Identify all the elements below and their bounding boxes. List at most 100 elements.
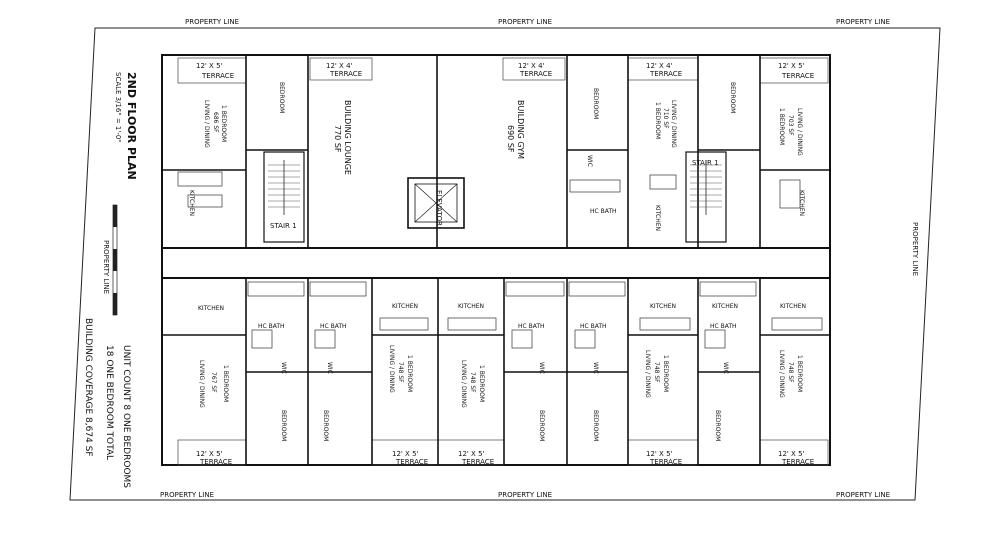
terrace-size: 12' X 4': [518, 62, 545, 70]
hc-bath-label: HC BATH: [580, 323, 607, 330]
top-rooms: [162, 55, 830, 248]
terrace-label: TERRACE: [781, 72, 814, 80]
unit-area: 686 SF: [212, 112, 219, 133]
hc-bath-labels: HC BATH HC BATH HC BATH HC BATH HC BATH …: [258, 208, 737, 330]
summary-coverage: BUILDING COVERAGE 8,674 SF: [83, 318, 93, 457]
kitchen-label: KITCHEN: [654, 205, 661, 231]
bedroom-labels: BEDROOM BEDROOM BEDROOM BEDROOM BEDROOM …: [278, 82, 736, 441]
property-line-label-top-center: PROPERTY LINE: [498, 18, 552, 26]
one-bedroom-label: 1 BEDROOM: [654, 102, 661, 139]
property-line-label-top-left: PROPERTY LINE: [185, 18, 239, 26]
one-bedroom-label: 1 BEDROOM: [662, 355, 669, 392]
one-bedroom-label: 1 BEDROOM: [222, 365, 229, 402]
one-bedroom-label: 1 BEDROOM: [778, 108, 785, 145]
wic-labels: WIC WIC WIC WIC WIC WIC: [280, 155, 729, 374]
scale-bar: [112, 204, 118, 316]
unit-area: 748 SF: [469, 372, 476, 393]
living-dining-label: LIVING / DINING: [778, 350, 785, 398]
bedroom-label: BEDROOM: [280, 410, 287, 441]
unit-top-right: LIVING / DINING 1 BEDROOM 703 SF: [778, 108, 803, 156]
living-dining-label: LIVING / DINING: [796, 108, 803, 156]
plan-title: 2ND FLOOR PLAN: [125, 72, 138, 180]
building-outline: [161, 54, 831, 466]
terrace-size: 12' X 5': [646, 450, 673, 458]
bedroom-label: BEDROOM: [538, 410, 545, 441]
unit-area: 748 SF: [397, 362, 404, 383]
wic-label: WIC: [722, 362, 729, 374]
bedroom-label: BEDROOM: [322, 410, 329, 441]
unit-bottom-4: LIVING / DINING 1 BEDROOM 748 SF: [644, 350, 669, 398]
bedroom-label: BEDROOM: [729, 82, 736, 113]
property-line-label-bottom-center: PROPERTY LINE: [498, 491, 552, 499]
terrace-label: TERRACE: [461, 458, 494, 466]
terrace-label: TERRACE: [649, 70, 682, 78]
plan-scale: SCALE 3/16" = 1'-0": [114, 72, 122, 143]
gym-name: BUILDING GYM: [516, 100, 525, 159]
bedroom-label: BEDROOM: [592, 410, 599, 441]
property-line-label-left: PROPERTY LINE: [102, 240, 110, 294]
stair-left-label: STAIR 1: [270, 222, 297, 230]
terrace-labels: 12' X 5' TERRACE 12' X 4' TERRACE 12' X …: [196, 62, 814, 466]
kitchen-label: KITCHEN: [780, 303, 806, 310]
kitchen-label: KITCHEN: [392, 303, 418, 310]
hc-bath-label: HC BATH: [590, 208, 617, 215]
terrace-size: 12' X 4': [326, 62, 353, 70]
unit-area: 748 SF: [653, 362, 660, 383]
living-dining-label: LIVING / DINING: [388, 345, 395, 393]
corridor: [162, 247, 830, 279]
one-bedroom-label: 1 BEDROOM: [406, 355, 413, 392]
fixtures: [177, 171, 823, 349]
terrace-label: TERRACE: [201, 72, 234, 80]
property-line-label-top-right: PROPERTY LINE: [836, 18, 890, 26]
hc-bath-label: HC BATH: [258, 323, 285, 330]
terrace-size: 12' X 5': [458, 450, 485, 458]
bedroom-label: BEDROOM: [278, 82, 285, 113]
hc-bath-label: HC BATH: [518, 323, 545, 330]
wic-label: WIC: [326, 362, 333, 374]
terrace-label: TERRACE: [199, 458, 232, 466]
lounge-name: BUILDING LOUNGE: [343, 100, 352, 175]
wic-label: WIC: [586, 155, 593, 167]
terrace-label: TERRACE: [395, 458, 428, 466]
property-line-label-bottom-left: PROPERTY LINE: [160, 491, 214, 499]
hc-bath-label: HC BATH: [320, 323, 347, 330]
unit-area: 748 SF: [787, 362, 794, 383]
property-line-label-right: PROPERTY LINE: [911, 222, 919, 276]
summary-block: UNIT COUNT 8 ONE BEDROOMS 18 ONE BEDROOM…: [83, 318, 131, 488]
unit-bottom-2: LIVING / DINING 1 BEDROOM 748 SF: [388, 345, 413, 393]
terrace-label: TERRACE: [781, 458, 814, 466]
kitchen-label: KITCHEN: [198, 305, 224, 312]
unit-top-right-mid: LIVING / DINING 1 BEDROOM 710 SF: [654, 100, 677, 148]
lounge-area: 770 SF: [333, 125, 342, 153]
property-line-labels: PROPERTY LINE PROPERTY LINE PROPERTY LIN…: [102, 18, 919, 499]
one-bedroom-label: 1 BEDROOM: [220, 105, 227, 142]
terrace-label: TERRACE: [519, 70, 552, 78]
summary-unit-count: UNIT COUNT 8 ONE BEDROOMS: [121, 345, 131, 488]
terrace-size: 12' X 5': [196, 450, 223, 458]
wic-label: WIC: [592, 362, 599, 374]
living-dining-label: LIVING / DINING: [460, 360, 467, 408]
wic-label: WIC: [538, 362, 545, 374]
elevator-shaft: [407, 177, 465, 229]
stair-right-label: STAIR 1: [692, 159, 719, 167]
kitchen-label: KITCHEN: [188, 190, 195, 216]
unit-area: 767 SF: [210, 372, 217, 393]
gym-area: 690 SF: [506, 125, 515, 153]
unit-labels: LIVING / DINING 1 BEDROOM 686 SF LIVING …: [198, 100, 803, 408]
kitchen-label: KITCHEN: [458, 303, 484, 310]
living-dining-label: LIVING / DINING: [644, 350, 651, 398]
unit-bottom-1: LIVING / DINING 1 BEDROOM 767 SF: [198, 360, 229, 408]
one-bedroom-label: 1 BEDROOM: [478, 365, 485, 402]
kitchen-label: KITCHEN: [712, 303, 738, 310]
wic-label: WIC: [280, 362, 287, 374]
summary-total: 18 ONE BEDROOM TOTAL: [104, 345, 114, 460]
terrace-size: 12' X 5': [196, 62, 223, 70]
terrace-label: TERRACE: [329, 70, 362, 78]
bedroom-label: BEDROOM: [592, 88, 599, 119]
kitchen-label: KITCHEN: [798, 190, 805, 216]
stair-left: [263, 151, 305, 243]
elevator-label: ELEVATOR: [435, 190, 443, 226]
one-bedroom-label: 1 BEDROOM: [796, 355, 803, 392]
kitchen-labels: KITCHEN KITCHEN KITCHEN KITCHEN KITCHEN …: [188, 190, 806, 312]
